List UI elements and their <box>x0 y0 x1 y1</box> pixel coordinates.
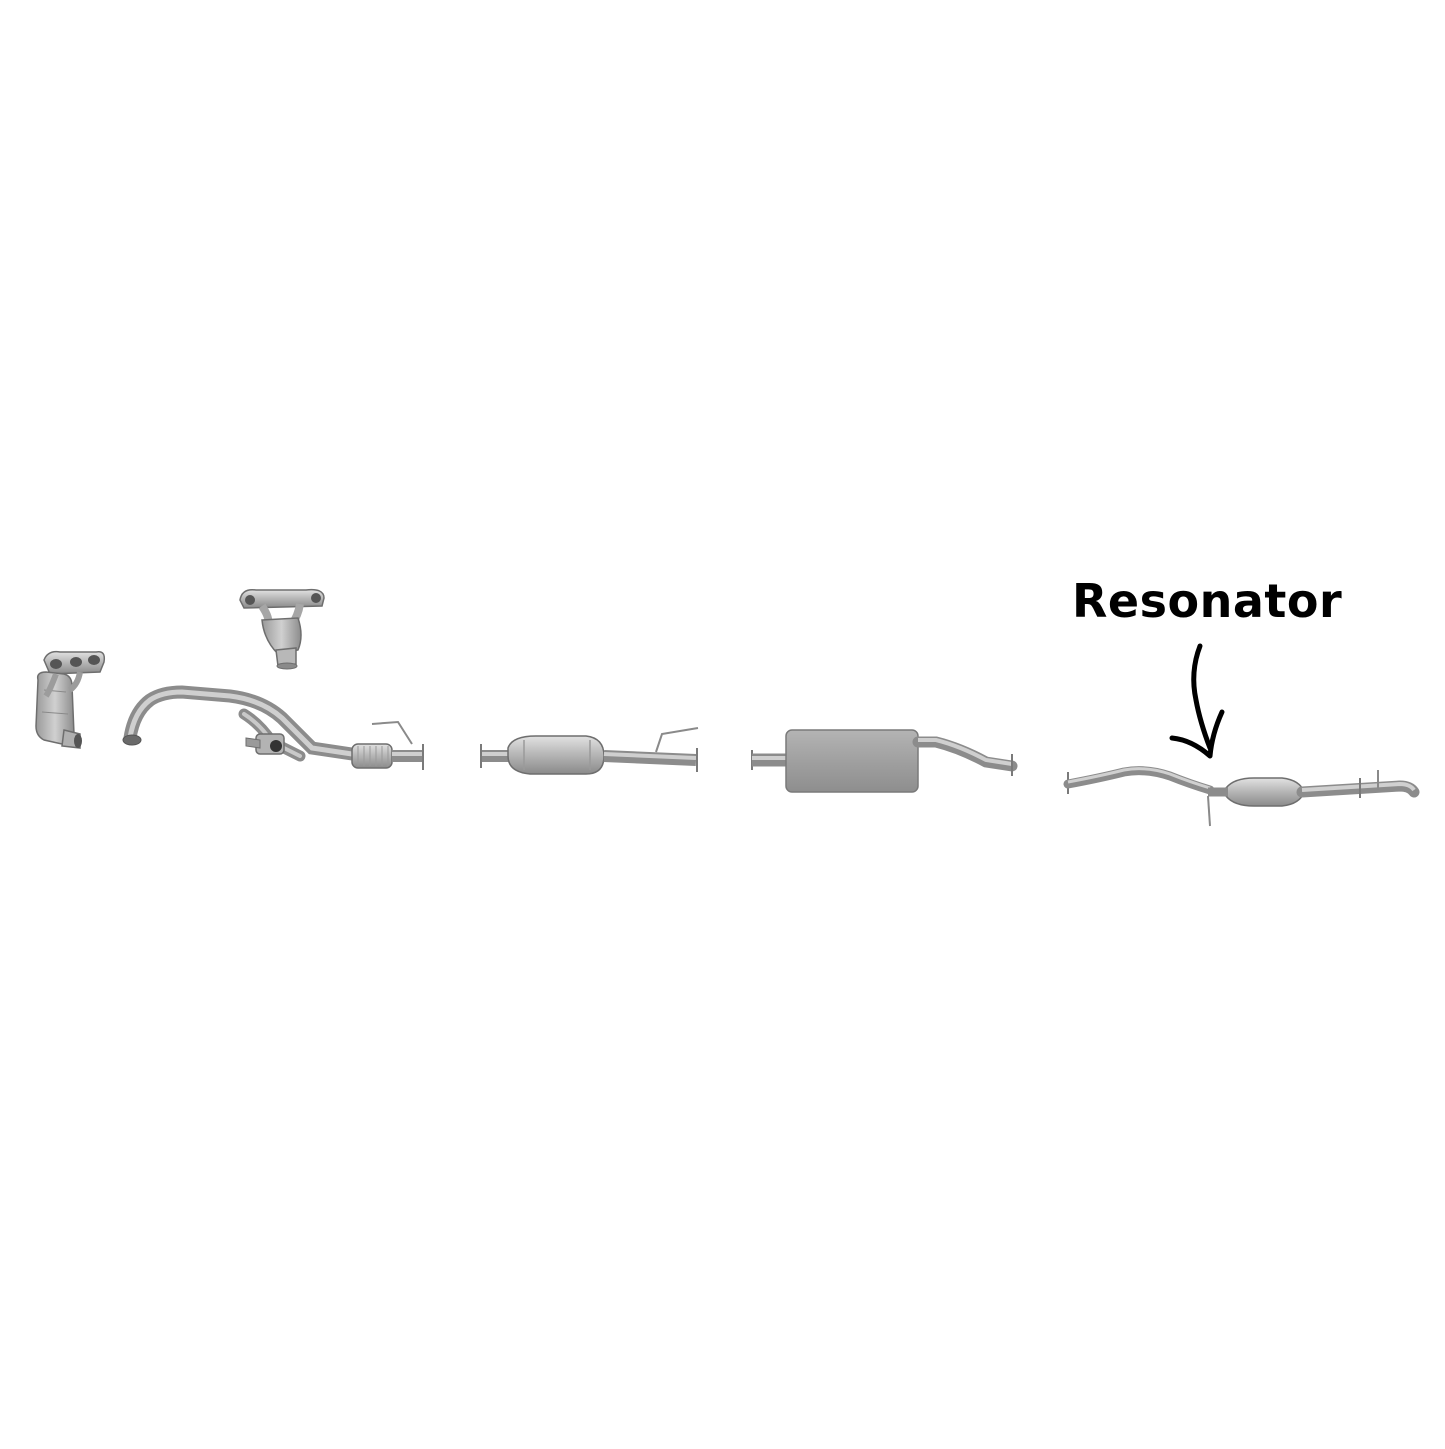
front-manifold-catalytic-converter <box>35 650 106 749</box>
y-pipe-with-flex-section <box>122 685 424 770</box>
catalytic-converter-pipe <box>480 727 699 775</box>
muffler-assembly <box>751 729 1018 793</box>
resonator-callout-label: Resonator <box>1072 574 1343 628</box>
resonator-tailpipe-assembly <box>1063 766 1420 827</box>
callout-arrow <box>1169 643 1225 759</box>
rear-manifold-catalytic-converter <box>239 588 325 670</box>
